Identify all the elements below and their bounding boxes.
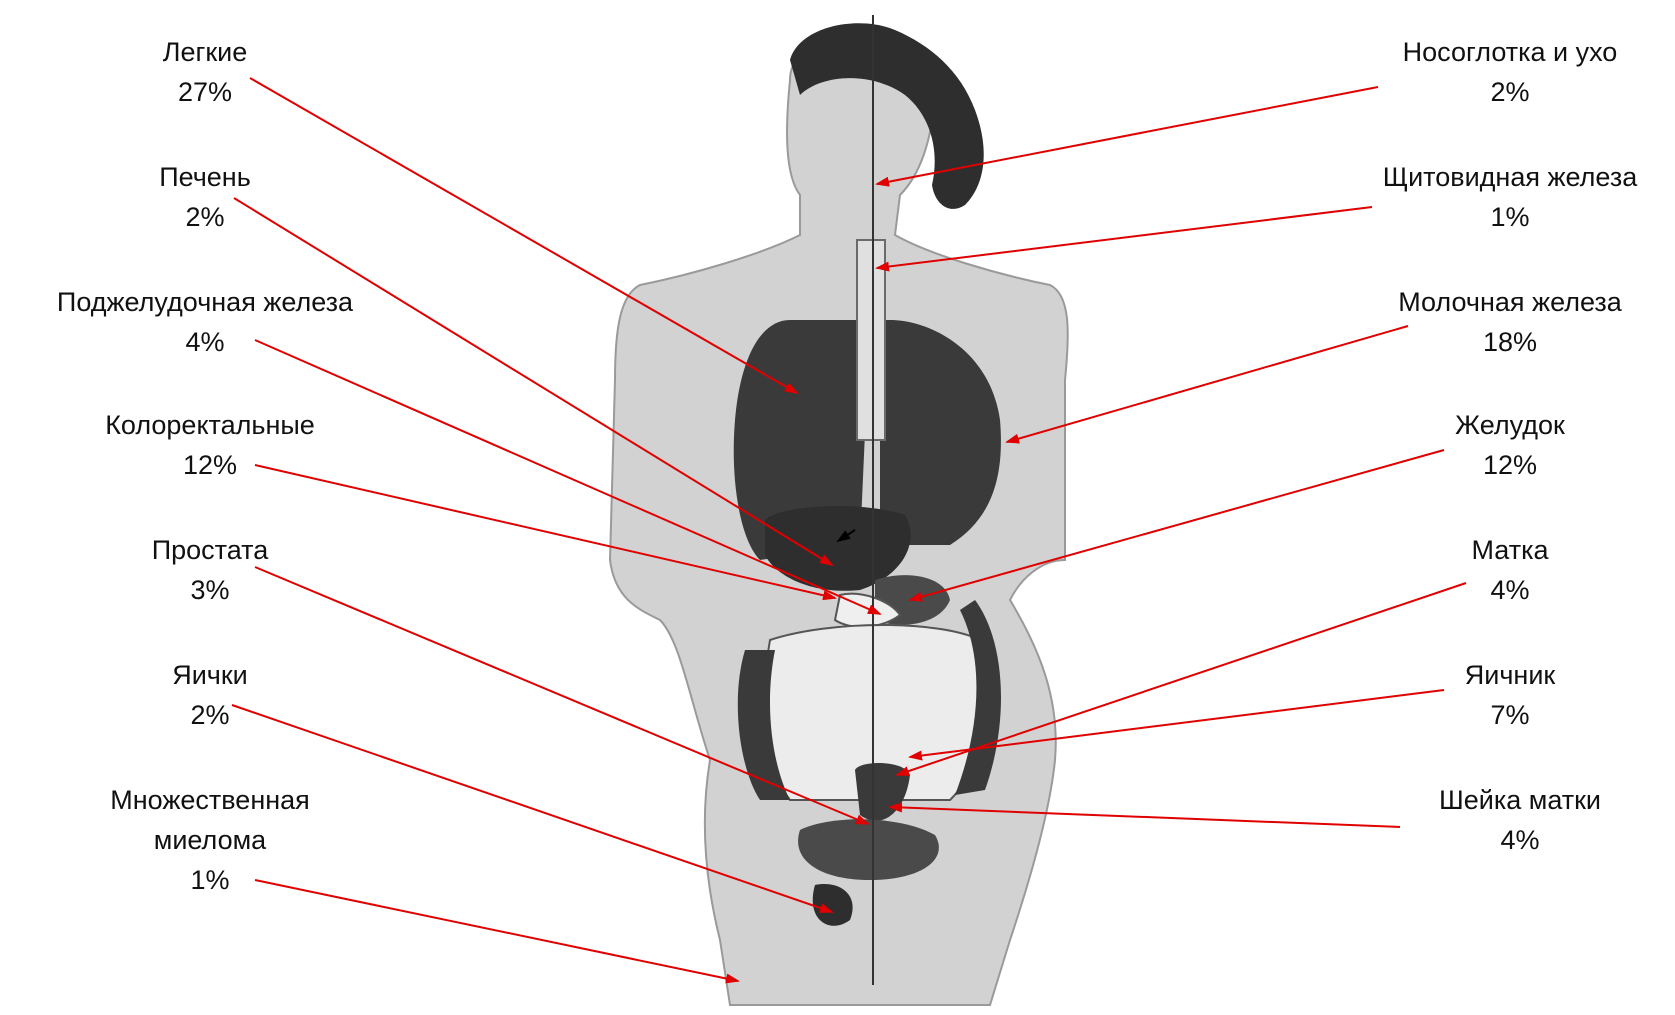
label-testes: Яички 2% (140, 655, 280, 735)
label-prostate-value: 3% (120, 570, 300, 610)
label-liver-name: Печень (140, 157, 270, 197)
label-nasopharynx: Носоглотка и ухо 2% (1360, 32, 1660, 112)
label-uterus-name: Матка (1440, 530, 1580, 570)
label-testes-value: 2% (140, 695, 280, 735)
label-pancreas-value: 4% (5, 322, 405, 362)
label-uterus: Матка 4% (1440, 530, 1580, 610)
label-breast: Молочная железа 18% (1360, 282, 1660, 362)
label-colorectal: Колоректальные 12% (60, 405, 360, 485)
label-colorectal-value: 12% (60, 445, 360, 485)
label-liver: Печень 2% (140, 157, 270, 237)
label-lungs-value: 27% (145, 72, 265, 112)
label-myeloma: Множественная миелома 1% (60, 780, 360, 900)
trachea-shape (857, 240, 885, 440)
label-ovary-value: 7% (1430, 695, 1590, 735)
label-prostate-name: Простата (120, 530, 300, 570)
label-stomach-value: 12% (1410, 445, 1610, 485)
label-breast-name: Молочная железа (1360, 282, 1660, 322)
label-cervix-name: Шейка матки (1400, 780, 1640, 820)
label-ovary-name: Яичник (1430, 655, 1590, 695)
label-thyroid-value: 1% (1345, 197, 1675, 237)
label-thyroid: Щитовидная железа 1% (1345, 157, 1675, 237)
label-lungs: Легкие 27% (145, 32, 265, 112)
label-nasopharynx-value: 2% (1360, 72, 1660, 112)
label-myeloma-name-line2: миелома (60, 820, 360, 860)
label-testes-name: Яички (140, 655, 280, 695)
label-uterus-value: 4% (1440, 570, 1580, 610)
label-ovary: Яичник 7% (1430, 655, 1590, 735)
label-nasopharynx-name: Носоглотка и ухо (1360, 32, 1660, 72)
label-cervix: Шейка матки 4% (1400, 780, 1640, 860)
label-pancreas-name: Поджелудочная железа (5, 282, 405, 322)
label-myeloma-value: 1% (60, 860, 360, 900)
label-myeloma-name-line1: Множественная (60, 780, 360, 820)
label-thyroid-name: Щитовидная железа (1345, 157, 1675, 197)
label-pancreas: Поджелудочная железа 4% (5, 282, 405, 362)
label-prostate: Простата 3% (120, 530, 300, 610)
label-colorectal-name: Колоректальные (60, 405, 360, 445)
label-lungs-name: Легкие (145, 32, 265, 72)
label-stomach: Желудок 12% (1410, 405, 1610, 485)
label-breast-value: 18% (1360, 322, 1660, 362)
label-cervix-value: 4% (1400, 820, 1640, 860)
leader-thyroid (877, 207, 1372, 268)
label-liver-value: 2% (140, 197, 270, 237)
label-stomach-name: Желудок (1410, 405, 1610, 445)
